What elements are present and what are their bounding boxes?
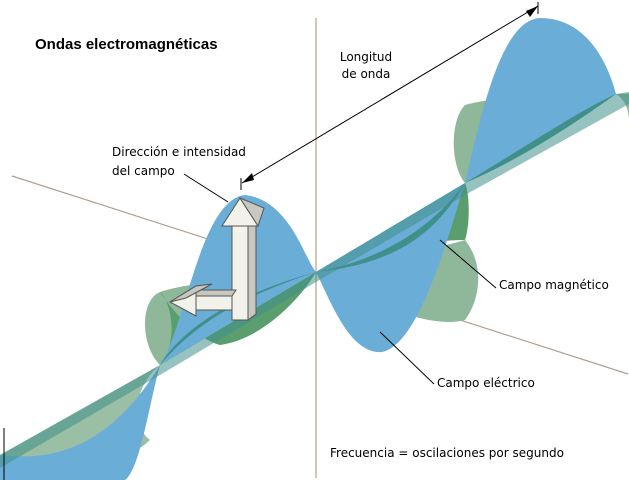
field-direction-arrows: [168, 196, 265, 321]
wave-overlap-band: [465, 94, 616, 183]
wave-overlap-band: [0, 94, 629, 468]
electric-wave-lobe: [465, 18, 616, 183]
diagram-title: Ondas electromagnéticas: [35, 36, 218, 53]
wavelength-label-line2: de onda: [341, 67, 391, 81]
magnetic-field-label: Campo magnético: [499, 278, 609, 292]
wavelength-arrowhead-end: [526, 6, 538, 17]
wavelength-arrow: [241, 5, 539, 184]
field-direction-label-line2: del campo: [112, 164, 175, 178]
field-direction-label-line1: Dirección e intensidad: [112, 145, 246, 159]
field-leader-line: [183, 173, 229, 203]
wavelength-arrowhead-start: [242, 173, 254, 183]
magnetic-leader-line: [439, 239, 497, 289]
electric-leader-line: [379, 331, 435, 385]
electric-field-label: Campo eléctrico: [437, 376, 535, 390]
wavelength-label-line1: Longitud: [339, 50, 393, 64]
frequency-label: Frecuencia = oscilaciones por segundo: [330, 446, 564, 460]
electric-wave-lobe: [0, 365, 160, 480]
